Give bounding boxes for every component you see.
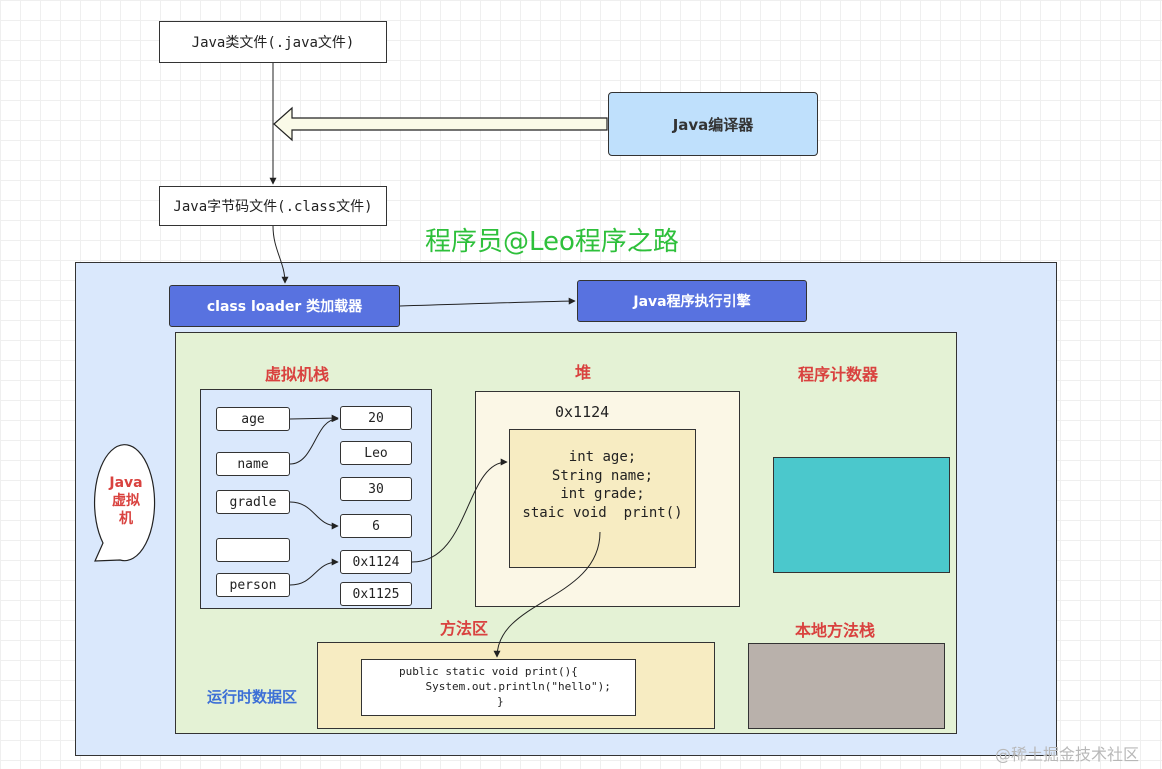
native-stack-label: 本地方法栈 [795, 621, 876, 640]
class-loader-box: class loader 类加载器 [169, 285, 400, 327]
java-source-file-label: Java类文件(.java文件) [191, 35, 355, 51]
heap-label: 堆 [575, 363, 592, 382]
arrow-bytecode-to-loader [272, 225, 289, 284]
arrow-name-to-20 [289, 415, 339, 465]
arrow-print-to-method [493, 531, 601, 658]
stack-var-age: age [216, 407, 290, 431]
method-area-label: 方法区 [440, 619, 489, 638]
bytecode-file-box: Java字节码文件(.class文件) [159, 186, 387, 226]
stack-value-leo: Leo [340, 441, 412, 465]
method-code-line-1: public static void print(){ [399, 665, 578, 678]
compiler-block-arrow [273, 106, 608, 142]
stack-var-name: name [216, 452, 290, 476]
pc-register-label: 程序计数器 [798, 365, 879, 384]
method-code-box: public static void print(){ System.out.p… [361, 659, 636, 716]
stack-value-0x1124: 0x1124 [340, 550, 412, 574]
stack-value-20: 20 [340, 406, 412, 430]
vm-stack-label: 虚拟机栈 [265, 365, 330, 384]
class-loader-label: class loader 类加载器 [206, 299, 363, 315]
watermark-title-text: 程序员@Leo程序之路 [425, 227, 679, 257]
compiler-label: Java编译器 [672, 115, 754, 134]
heap-object: int age; String name; int grade; staic v… [509, 429, 696, 568]
stack-value-30: 30 [340, 477, 412, 501]
compiler-box: Java编译器 [608, 92, 818, 156]
execution-engine-box: Java程序执行引擎 [577, 280, 807, 322]
arrow-person-to-ref [289, 558, 339, 586]
footer-watermark: @稀土掘金技术社区 [995, 745, 1140, 764]
heap-address: 0x1124 [555, 403, 610, 421]
stack-var-person: person [216, 573, 290, 597]
stack-value-6: 6 [340, 514, 412, 538]
heap-field-grade: int grade; [560, 486, 645, 502]
arrow-gradle-to-6 [289, 501, 339, 530]
method-code-line-2: System.out.println("hello"); [399, 680, 611, 693]
watermark-title: 程序员@Leo程序之路 [425, 221, 725, 257]
heap-method-print: staic void print() [522, 504, 683, 521]
java-source-file-box: Java类文件(.java文件) [159, 21, 387, 63]
heap-field-name: String name; [551, 467, 654, 484]
jvm-callout-bubble [93, 444, 156, 562]
execution-engine-label: Java程序执行引擎 [633, 294, 751, 310]
bytecode-file-label: Java字节码文件(.class文件) [173, 199, 373, 215]
stack-var-empty [216, 538, 290, 562]
jvm-callout-text: Java 虚拟 机 [109, 475, 143, 527]
arrow-age-to-20 [289, 414, 339, 422]
stack-var-gradle: gradle [216, 490, 290, 514]
heap-field-age: int age; [568, 449, 637, 465]
method-code-line-3: } [497, 695, 504, 708]
native-stack-box [748, 643, 945, 729]
runtime-area-label: 运行时数据区 [207, 688, 298, 706]
arrow-ref-to-heap [411, 458, 508, 563]
stack-value-0x1125: 0x1125 [340, 582, 412, 606]
arrow-loader-to-engine [399, 297, 576, 307]
pc-register-box [773, 457, 950, 573]
